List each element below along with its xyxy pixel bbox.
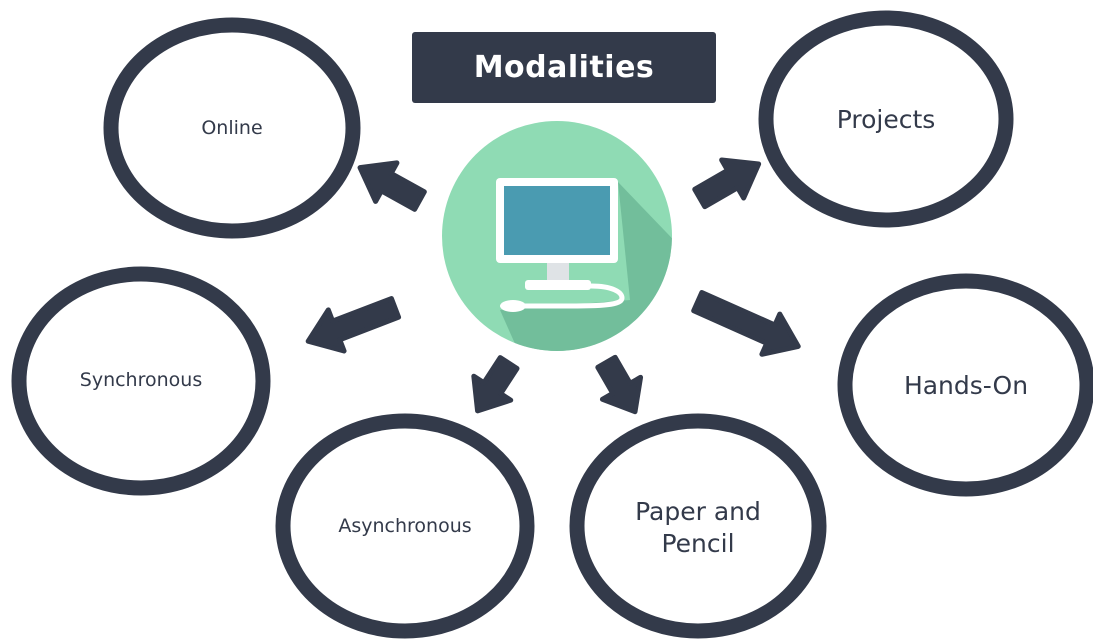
hub-long-shadow [500, 182, 672, 351]
node-label-hands-on: Hands-On [903, 370, 1029, 400]
arrow-to-projects [692, 157, 762, 210]
node-circle-paper-and-pencil [569, 413, 827, 639]
node-label-asynchronous: Asynchronous [338, 514, 472, 537]
node-label-paper-and-pencil: Paper and Pencil [635, 496, 761, 559]
node-circle-asynchronous [275, 413, 535, 639]
node-label-synchronous: Synchronous [79, 368, 203, 391]
title-box: Modalities [412, 32, 716, 103]
node-label-online: Online [201, 116, 263, 139]
diagram-title: Modalities [473, 50, 655, 85]
node-circle-online [103, 17, 361, 239]
arrow-to-paper-and-pencil [595, 354, 644, 415]
desktop-computer-icon [496, 178, 625, 312]
arrow-to-hands-on [691, 289, 801, 357]
arrow-to-online [357, 160, 427, 212]
node-circle-projects [758, 10, 1014, 228]
arrow-to-synchronous [305, 296, 402, 354]
node-circle-synchronous [11, 266, 271, 496]
arrow-to-asynchronous [471, 355, 520, 414]
node-circle-hands-on [837, 273, 1093, 497]
node-label-projects: Projects [836, 104, 936, 134]
